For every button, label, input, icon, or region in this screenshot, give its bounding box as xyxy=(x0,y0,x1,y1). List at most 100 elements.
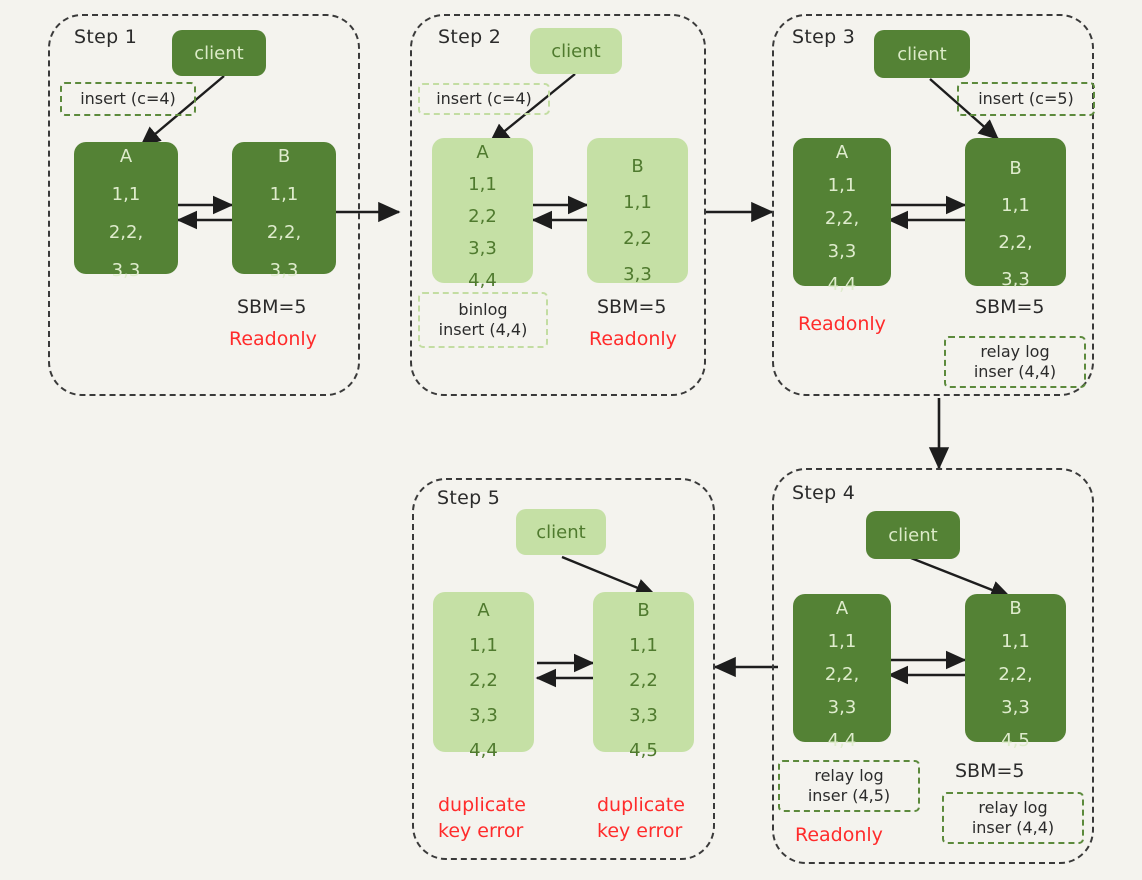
chip-insert-step1[interactable]: insert (c=4) xyxy=(60,82,196,116)
chip-insert-step2[interactable]: insert (c=4) xyxy=(418,83,550,115)
client-label: client xyxy=(888,524,938,546)
node-row: 1,1 xyxy=(1001,195,1030,216)
client-box-step5[interactable]: client xyxy=(516,509,606,555)
node-title: A xyxy=(835,142,849,163)
node-row: 2,2 xyxy=(629,670,658,691)
chip-line: insert (4,4) xyxy=(438,320,528,339)
status-sbm-step4: SBM=5 xyxy=(955,760,1025,782)
node-row: 2,2, xyxy=(824,208,860,229)
chip-line: insert (c=4) xyxy=(436,89,532,108)
status-readonly-step1: Readonly xyxy=(229,328,317,350)
node-row: 2,2, xyxy=(998,664,1033,685)
node-row: 1,1 xyxy=(469,635,498,656)
client-box-step3[interactable]: client xyxy=(874,30,970,78)
chip-line: inser (4,5) xyxy=(807,786,891,805)
client-label: client xyxy=(536,521,586,543)
chip-relay-log-a-step4[interactable]: relay log inser (4,5) xyxy=(778,760,920,812)
node-row: 3,3 xyxy=(111,260,141,281)
chip-line: insert (c=4) xyxy=(80,89,176,108)
node-row: 1,1 xyxy=(1001,631,1030,652)
panel-step1[interactable] xyxy=(48,14,360,396)
client-box-step1[interactable]: client xyxy=(172,30,266,76)
node-row: 3,3 xyxy=(269,260,299,281)
client-label: client xyxy=(551,40,601,62)
node-row: 2,2, xyxy=(824,664,860,685)
status-readonly-step3: Readonly xyxy=(798,313,886,335)
node-row: 2,2 xyxy=(469,670,498,691)
node-b-step4[interactable]: B 1,1 2,2, 3,3 4,5 xyxy=(965,594,1066,750)
node-title: A xyxy=(119,146,133,167)
node-b-step1[interactable]: B 1,1 2,2, 3,3 xyxy=(232,142,336,280)
status-error-b-step5: duplicate key error xyxy=(597,793,685,844)
chip-binlog-step2[interactable]: binlog insert (4,4) xyxy=(418,292,548,348)
node-row: 2,2, xyxy=(998,232,1033,253)
node-row: 3,3 xyxy=(623,264,652,285)
node-row: 3,3 xyxy=(468,238,497,259)
status-readonly-step4: Readonly xyxy=(795,824,883,846)
node-row: 2,2 xyxy=(468,206,497,227)
chip-line: relay log xyxy=(814,766,884,785)
node-row: 4,5 xyxy=(629,740,658,761)
status-sbm-step3: SBM=5 xyxy=(975,296,1045,318)
node-title: B xyxy=(1009,158,1022,179)
chip-relay-log-step3[interactable]: relay log inser (4,4) xyxy=(944,336,1086,388)
chip-line: relay log xyxy=(978,798,1048,817)
node-b-step2[interactable]: B 1,1 2,2 3,3 xyxy=(587,138,688,285)
panel-title-step3: Step 3 xyxy=(792,26,856,48)
node-row: 3,3 xyxy=(629,705,658,726)
node-title: B xyxy=(637,600,650,621)
node-row: 4,4 xyxy=(827,730,857,751)
node-a-step1[interactable]: A 1,1 2,2, 3,3 xyxy=(74,142,178,280)
chip-relay-log-b-step4[interactable]: relay log inser (4,4) xyxy=(942,792,1084,844)
client-box-step2[interactable]: client xyxy=(530,28,622,74)
error-line-1: duplicate xyxy=(438,794,526,816)
node-row: 2,2, xyxy=(108,222,144,243)
node-b-step5[interactable]: B 1,1 2,2 3,3 4,5 xyxy=(593,592,694,760)
client-box-step4[interactable]: client xyxy=(866,511,960,559)
node-row: 4,4 xyxy=(468,270,497,291)
node-row: 1,1 xyxy=(269,184,299,205)
status-sbm-step2: SBM=5 xyxy=(597,296,667,318)
node-row: 2,2 xyxy=(623,228,652,249)
node-title: B xyxy=(1009,598,1022,619)
panel-step2[interactable] xyxy=(410,14,706,396)
node-title: A xyxy=(835,598,849,619)
status-sbm-step1: SBM=5 xyxy=(237,296,307,318)
chip-line: relay log xyxy=(980,342,1050,361)
error-line-2: key error xyxy=(438,819,524,842)
panel-step5[interactable] xyxy=(412,478,715,860)
chip-line: binlog xyxy=(458,300,508,319)
node-row: 1,1 xyxy=(111,184,141,205)
chip-line: insert (c=5) xyxy=(978,89,1074,108)
node-a-step5[interactable]: A 1,1 2,2 3,3 4,4 xyxy=(433,592,534,760)
chip-line: inser (4,4) xyxy=(971,818,1055,837)
panel-title-step4: Step 4 xyxy=(792,482,856,504)
node-b-step3[interactable]: B 1,1 2,2, 3,3 xyxy=(965,138,1066,289)
chip-insert-step3[interactable]: insert (c=5) xyxy=(957,82,1095,116)
node-a-step2[interactable]: A 1,1 2,2 3,3 4,4 xyxy=(432,138,533,290)
status-error-a-step5: duplicate key error xyxy=(438,793,526,844)
node-row: 3,3 xyxy=(1001,697,1030,718)
node-row: 1,1 xyxy=(623,192,652,213)
node-row: 4,4 xyxy=(469,740,498,761)
node-row: 4,4 xyxy=(827,274,857,295)
node-row: 1,1 xyxy=(629,635,658,656)
node-row: 1,1 xyxy=(468,174,497,195)
node-row: 3,3 xyxy=(469,705,498,726)
client-label: client xyxy=(194,42,244,64)
node-row: 1,1 xyxy=(827,175,857,196)
panel-step4[interactable] xyxy=(772,468,1094,864)
panel-title-step5: Step 5 xyxy=(437,487,501,509)
node-a-step4[interactable]: A 1,1 2,2, 3,3 4,4 xyxy=(793,594,891,750)
node-title: B xyxy=(631,156,644,177)
panel-step3[interactable] xyxy=(772,14,1094,396)
node-title: A xyxy=(477,600,490,621)
node-a-step3[interactable]: A 1,1 2,2, 3,3 4,4 xyxy=(793,138,891,294)
node-row: 4,5 xyxy=(1001,730,1030,751)
panel-title-step1: Step 1 xyxy=(74,26,138,48)
node-row: 2,2, xyxy=(266,222,302,243)
panel-title-step2: Step 2 xyxy=(438,26,502,48)
node-row: 1,1 xyxy=(827,631,857,652)
error-line-2: key error xyxy=(597,819,683,842)
